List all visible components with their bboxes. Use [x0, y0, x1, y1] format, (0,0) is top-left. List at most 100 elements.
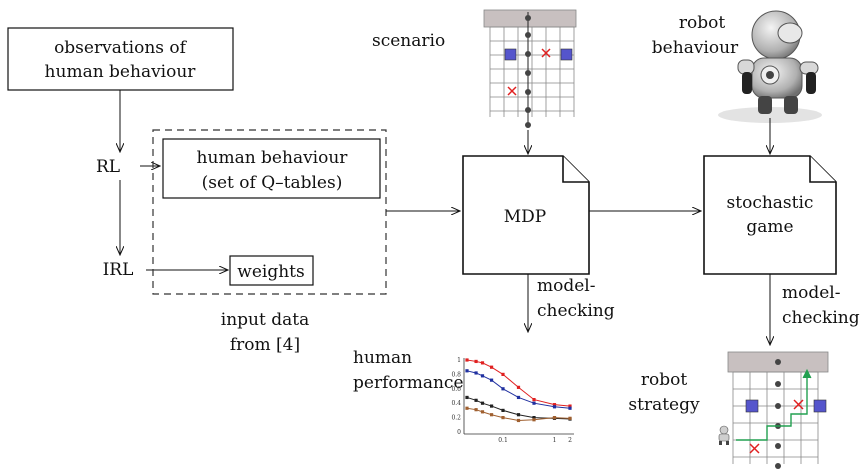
stochastic-game-document: stochastic game — [703, 155, 837, 275]
scenario-dot — [525, 51, 531, 57]
scenario-dot — [525, 89, 531, 95]
scenario-red-cross — [541, 48, 551, 58]
strategy-dot — [775, 403, 781, 409]
chart-x-tick-label: 2 — [568, 437, 572, 444]
scenario-dot — [525, 70, 531, 76]
chart-point — [552, 403, 557, 407]
model-checking-2-label-line2: checking — [782, 308, 860, 328]
robot-behaviour-label-line1: robot — [679, 13, 725, 33]
scenario-blue-marker — [560, 48, 573, 61]
chart-y-tick-label: 0.4 — [451, 400, 461, 407]
strategy-blue-marker — [813, 399, 827, 413]
chart-point — [532, 418, 536, 422]
chart-y-tick-label: 0.6 — [451, 386, 461, 393]
chart-x-tick-label: 1 — [553, 437, 557, 444]
chart-point — [465, 395, 469, 400]
chart-point — [474, 359, 478, 364]
chart-point — [465, 406, 469, 410]
chart-point — [480, 401, 485, 405]
stochastic-game-label-line1: stochastic — [727, 193, 814, 213]
mini-robot-icon — [718, 425, 730, 445]
scenario-label: scenario — [372, 31, 445, 51]
robot-strategy-label-line1: robot — [641, 370, 687, 390]
chart-point — [552, 405, 557, 409]
robot-strategy-label-line2: strategy — [628, 395, 700, 415]
chart-point — [532, 401, 536, 405]
chart-point — [465, 358, 469, 362]
mdp-label: MDP — [504, 207, 546, 227]
model-checking-2-label-line1: model- — [782, 283, 840, 303]
weights-label: weights — [237, 262, 304, 282]
human-behaviour-box: human behaviour (set of Q–tables) — [162, 138, 381, 199]
chart-point — [480, 361, 485, 365]
robot-icon — [718, 10, 822, 123]
performance-chart: 0 0.2 0.4 0.6 0.8 1 0.1 1 2 — [451, 357, 574, 444]
chart-point — [489, 413, 494, 417]
chart-point — [568, 406, 572, 410]
chart-point — [501, 387, 505, 391]
mdp-document: MDP — [462, 155, 590, 275]
strategy-grid — [727, 351, 829, 469]
strategy-blue-marker — [745, 399, 759, 413]
chart-point — [532, 398, 536, 402]
human-behaviour-label-line1: human behaviour — [197, 148, 349, 168]
chart-x-tick-label: 0.1 — [498, 437, 508, 444]
chart-point — [568, 416, 572, 420]
human-behaviour-label-line2: (set of Q–tables) — [202, 173, 343, 193]
scenario-dot — [525, 32, 531, 38]
chart-point — [501, 416, 505, 420]
rl-label: RL — [96, 157, 120, 177]
scenario-red-cross — [507, 86, 517, 96]
strategy-dot — [775, 359, 781, 365]
input-data-label-line1: input data — [221, 310, 309, 330]
model-checking-1-label-line1: model- — [537, 276, 595, 296]
irl-label: IRL — [103, 260, 134, 280]
chart-y-tick-label: 0 — [457, 429, 461, 436]
chart-point — [532, 416, 536, 420]
chart-point — [489, 378, 494, 382]
chart-y-tick-label: 0.2 — [451, 415, 461, 422]
scenario-blue-marker — [504, 48, 517, 61]
chart-point — [501, 372, 505, 376]
human-performance-label-line2: performance — [353, 373, 464, 393]
strategy-dot — [775, 463, 781, 469]
model-checking-1-label-line2: checking — [537, 301, 615, 321]
chart-point — [552, 416, 557, 420]
chart-point — [474, 408, 478, 412]
weights-box: weights — [229, 255, 314, 286]
chart-point — [480, 374, 485, 378]
observations-box: observations of human behaviour — [7, 27, 234, 91]
strategy-red-cross — [749, 443, 760, 454]
stochastic-game-label-line2: game — [746, 217, 793, 237]
human-performance-label-line1: human — [353, 348, 412, 368]
chart-point — [474, 371, 478, 375]
chart-y-tick-label: 1 — [457, 357, 461, 364]
scenario-grid — [483, 9, 577, 128]
chart-point — [489, 404, 494, 408]
strategy-dot — [775, 443, 781, 449]
chart-point — [516, 395, 521, 400]
observations-label-line2: human behaviour — [45, 62, 197, 82]
chart-y-tick-label: 0.8 — [451, 371, 461, 378]
input-data-label-line2: from [4] — [230, 335, 300, 355]
chart-point — [516, 418, 521, 423]
scenario-dot — [525, 15, 531, 21]
scenario-dot — [525, 107, 531, 113]
observations-label-line1: observations of — [54, 38, 188, 58]
strategy-dot — [775, 381, 781, 387]
chart-point — [516, 385, 521, 389]
chart-point — [465, 369, 469, 373]
strategy-path — [736, 373, 808, 441]
chart-point — [480, 410, 485, 414]
chart-series-line-0 — [466, 359, 571, 407]
strategy-red-cross — [793, 399, 804, 410]
chart-point — [568, 404, 572, 408]
input-data-container — [152, 129, 387, 295]
chart-point — [489, 365, 494, 369]
scenario-dot — [525, 122, 531, 128]
robot-behaviour-label-line2: behaviour — [652, 38, 739, 58]
strategy-path-arrowhead — [802, 368, 812, 379]
chart-point — [474, 398, 478, 402]
chart-point — [501, 408, 505, 412]
